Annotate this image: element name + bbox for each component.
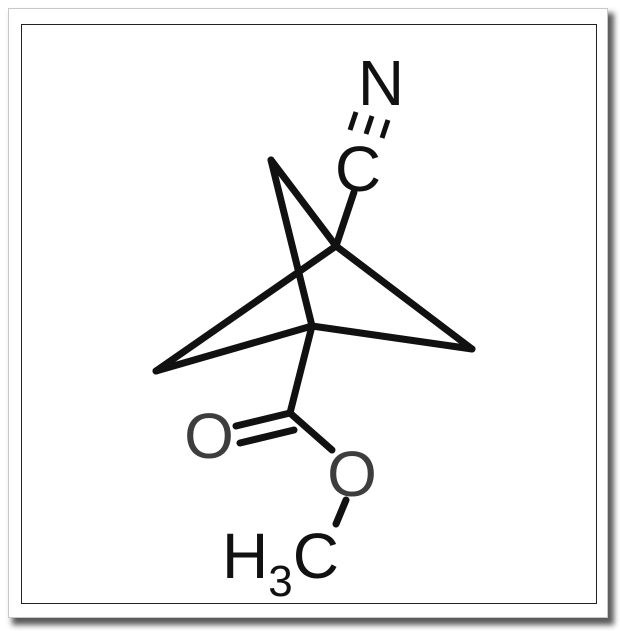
bond-right-to-c2 (332, 242, 476, 353)
bond-carbonyl-to-ester-o (286, 409, 336, 454)
bond-ester-o-to-methyl (332, 496, 350, 528)
bond-c2-to-nitrile-c (332, 188, 358, 250)
methyl-hydrogen: H (222, 520, 268, 592)
triple-bond-stroke-3 (379, 119, 391, 139)
bond-carbonyl-double-1 (232, 409, 294, 430)
methyl-group-label: H3C (222, 520, 339, 606)
ester-oxygen-atom-label: O (327, 438, 377, 510)
nitrogen-atom-label: N (358, 47, 404, 119)
bond-apex-to-c1 (267, 156, 316, 330)
triple-bond-stroke-1 (347, 111, 359, 131)
bond-carbonyl-double-2 (236, 426, 298, 447)
bond-c1-to-left (152, 322, 316, 375)
structure-border (21, 24, 597, 604)
carbonyl-oxygen-atom-label: O (184, 400, 234, 472)
bond-apex-to-c2 (267, 156, 340, 250)
methyl-subscript: 3 (268, 557, 292, 606)
triple-bond-stroke-2 (363, 115, 375, 135)
methyl-carbon: C (293, 520, 339, 592)
nitrile-carbon-atom-label: C (335, 133, 381, 205)
bond-c1-to-carbonyl-c (286, 322, 316, 417)
bond-left-to-c2 (152, 242, 340, 375)
bond-c1-to-right (308, 322, 476, 353)
